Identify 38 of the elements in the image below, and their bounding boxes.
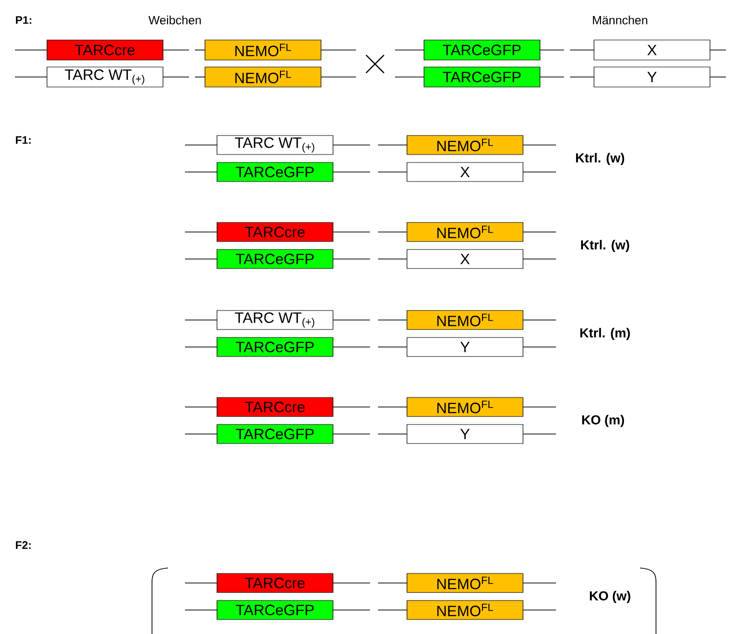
gene-box: X bbox=[406, 249, 524, 269]
genotype-label: Ktrl. (m) bbox=[580, 328, 630, 340]
gene-box: NEMO$^{FL}$ bbox=[406, 135, 524, 155]
gene-box: NEMO$^{FL}$ bbox=[406, 600, 524, 620]
gene-box: X bbox=[406, 162, 524, 182]
gene-box: TARCcre bbox=[216, 397, 334, 417]
gene-box: TARCeGFP bbox=[424, 66, 540, 88]
gene-box: TARCeGFP bbox=[216, 600, 334, 620]
generation-label: F1: bbox=[16, 136, 31, 144]
sex-label: Männchen bbox=[592, 16, 648, 24]
genotype-label: Ktrl. (w) bbox=[576, 152, 624, 166]
gene-box: NEMO$^{FL}$ bbox=[406, 222, 524, 242]
gene-box: Y bbox=[406, 337, 524, 357]
generation-label: F2: bbox=[16, 541, 31, 549]
gene-box: NEMO$^{FL}$ bbox=[204, 40, 322, 60]
gene-box: TARCcre bbox=[46, 40, 164, 60]
gene-box: TARCeGFP bbox=[216, 424, 334, 444]
gene-box: NEMO$^{FL}$ bbox=[406, 310, 524, 330]
gene-box: TARCeGFP bbox=[424, 40, 540, 60]
gene-box: X bbox=[594, 40, 710, 60]
gene-box: NEMO$^{FL}$ bbox=[406, 397, 524, 417]
gene-box: TARCcre bbox=[216, 222, 334, 242]
gene-box: Y bbox=[406, 424, 524, 444]
gene-box: TARCeGFP bbox=[216, 337, 334, 357]
genotype-label: Ktrl. (w) bbox=[581, 240, 630, 252]
genotype-label: KO (w) bbox=[590, 590, 630, 604]
gene-box: TARC WT$_{(+)}$ bbox=[216, 135, 334, 155]
sex-label: Weibchen bbox=[148, 16, 201, 24]
generation-label: P1: bbox=[16, 16, 32, 24]
genotype-label: KO (m) bbox=[582, 414, 624, 428]
gene-box: TARCeGFP bbox=[216, 249, 334, 269]
gene-box: TARC WT$_{(+)}$ bbox=[46, 66, 164, 88]
gene-box: Y bbox=[594, 66, 710, 88]
gene-box: TARC WT$_{(+)}$ bbox=[216, 310, 334, 330]
gene-box: NEMO$^{FL}$ bbox=[204, 66, 322, 88]
gene-box: TARCeGFP bbox=[216, 162, 334, 182]
gene-box: TARCcre bbox=[216, 573, 334, 593]
gene-box: NEMO$^{FL}$ bbox=[406, 573, 524, 593]
